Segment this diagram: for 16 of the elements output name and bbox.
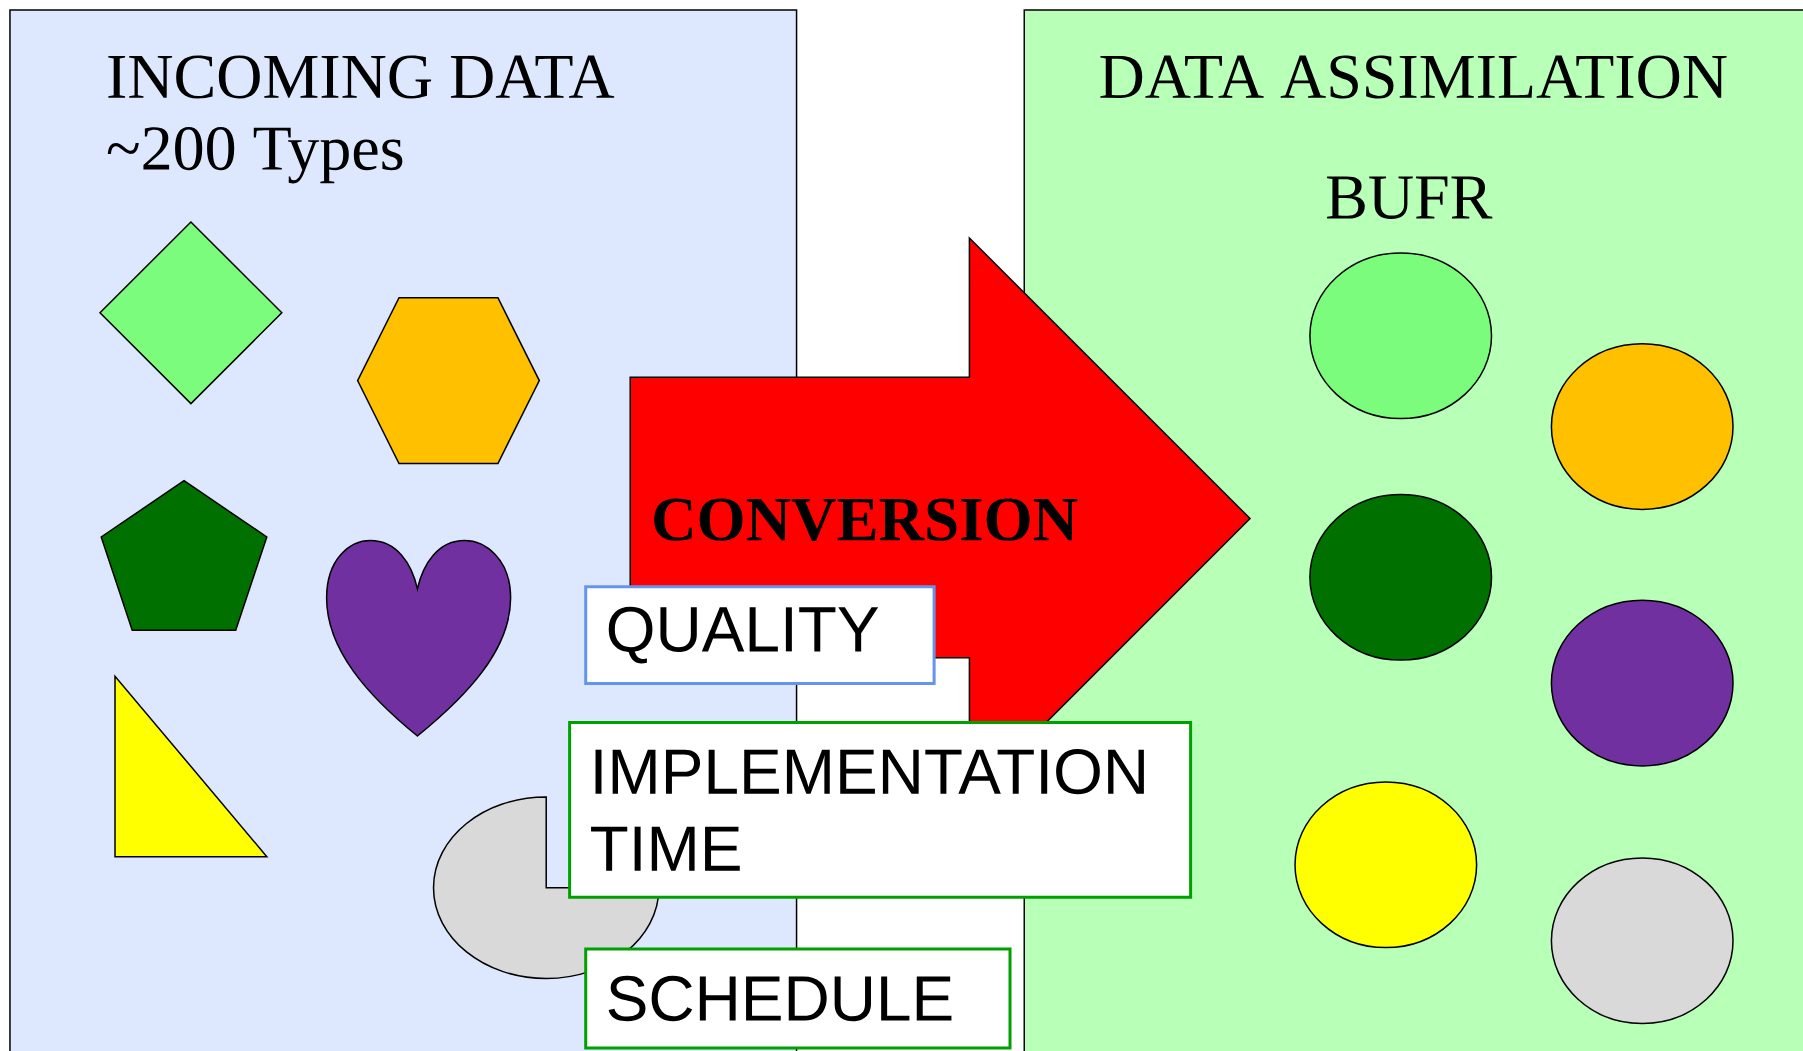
ellipse-shape xyxy=(1550,857,1734,1025)
panel-heading: DATA ASSIMILATION xyxy=(1100,55,1727,99)
ellipse-shape xyxy=(1309,252,1493,420)
label-box: SCHEDULE xyxy=(584,947,1012,1050)
heart-shape xyxy=(325,539,512,737)
label-box: IMPLEMENTATION TIME xyxy=(568,721,1193,899)
ellipse-shape xyxy=(1550,343,1734,511)
panel-heading: BUFR xyxy=(1327,176,1493,220)
ellipse-shape xyxy=(1294,781,1478,949)
label-box: QUALITY xyxy=(584,585,936,685)
panel-heading: ~200 Types xyxy=(107,127,403,184)
panel-heading: INCOMING DATA xyxy=(108,55,615,99)
pentagon-shape xyxy=(100,479,268,631)
hexagon-shape xyxy=(356,297,541,465)
ellipse-shape xyxy=(1309,493,1493,661)
ellipse-shape xyxy=(1550,599,1734,767)
